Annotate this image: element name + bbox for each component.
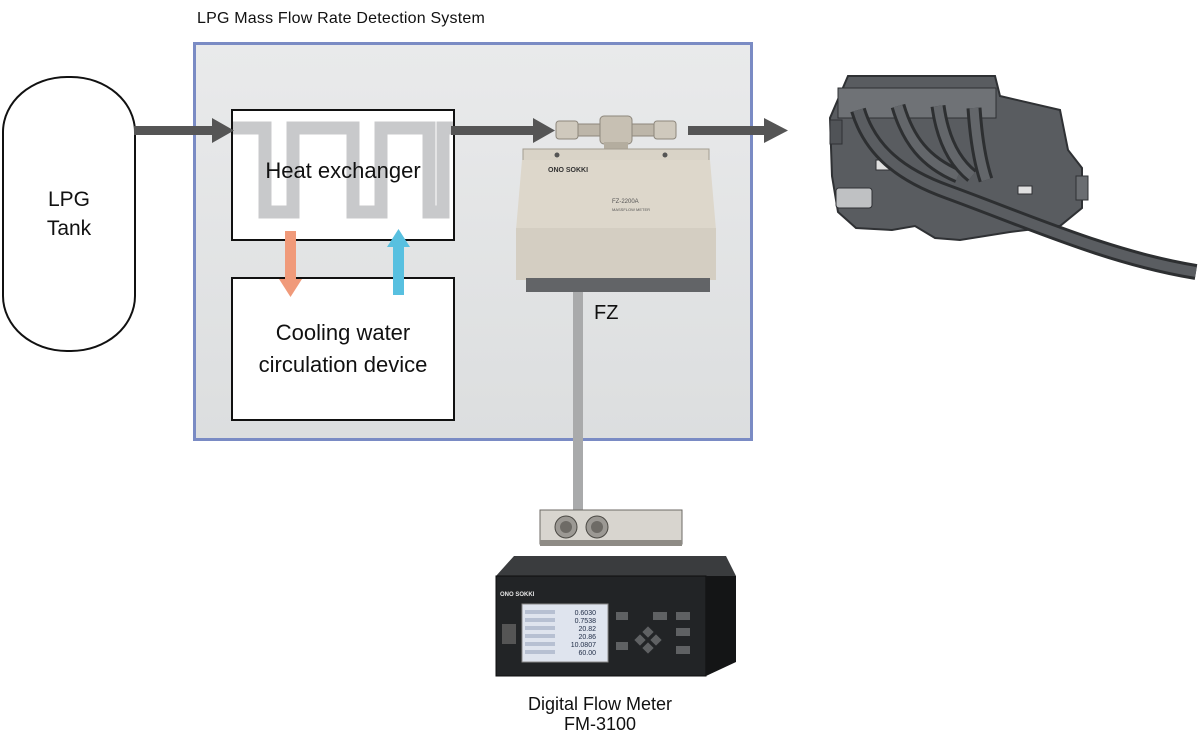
fz-label: FZ xyxy=(594,302,619,324)
flow-arrow-tank-to-hx xyxy=(134,118,234,143)
screen-value: 0.6030 xyxy=(575,610,597,617)
flow-arrow-hx-to-sensor xyxy=(451,118,555,143)
screen-value: 20.86 xyxy=(578,634,596,641)
flow-meter-model: FM-3100 xyxy=(563,714,637,734)
system-title: LPG Mass Flow Rate Detection System xyxy=(197,10,485,27)
screen-row-label xyxy=(525,650,555,654)
sensor-subtitle: MASSFLOW METER xyxy=(612,207,650,212)
cooling-label-line1: Cooling water xyxy=(275,320,411,345)
sensor-model: FZ-2200A xyxy=(612,199,639,205)
screen-value: 60.00 xyxy=(578,650,596,657)
fz-mass-flow-sensor: ONO SOKKI FZ-2200A MASSFLOW METER xyxy=(516,115,716,292)
screen-row-label xyxy=(525,642,555,646)
screen-row-label xyxy=(525,610,555,614)
cooling-label-line2: circulation device xyxy=(258,352,428,377)
cool-water-arrow xyxy=(387,229,410,295)
cooling-water-device: Cooling water circulation device xyxy=(231,277,455,421)
heat-exchanger: Heat exchanger xyxy=(231,109,455,241)
signal-cable xyxy=(573,292,583,512)
screen-row-label xyxy=(525,634,555,638)
tank-label-line1: LPG xyxy=(47,188,90,211)
engine-illustration xyxy=(828,75,1198,280)
sensor-brand: ONO SOKKI xyxy=(548,167,588,174)
flow-meter-name: Digital Flow Meter xyxy=(527,694,673,714)
screen-value: 10.0807 xyxy=(571,642,596,649)
warm-water-arrow xyxy=(279,231,302,297)
meter-brand: ONO SOKKI xyxy=(500,592,535,598)
tank-label-line2: Tank xyxy=(46,217,92,240)
flow-meter-label: Digital Flow Meter FM-3100 xyxy=(470,694,730,734)
digital-flow-meter-device: ONO SOKKI 0.60300.753820.8220.8610.08076… xyxy=(495,556,736,677)
interface-card xyxy=(539,509,683,546)
screen-row-label xyxy=(525,618,555,622)
lpg-tank: LPG Tank xyxy=(2,76,136,352)
heat-exchanger-coil xyxy=(233,121,453,219)
flow-arrow-to-engine xyxy=(688,118,788,143)
screen-row-label xyxy=(525,626,555,630)
heat-exchanger-label: Heat exchanger xyxy=(265,158,421,183)
screen-value: 0.7538 xyxy=(575,618,597,625)
screen-value: 20.82 xyxy=(578,626,596,633)
